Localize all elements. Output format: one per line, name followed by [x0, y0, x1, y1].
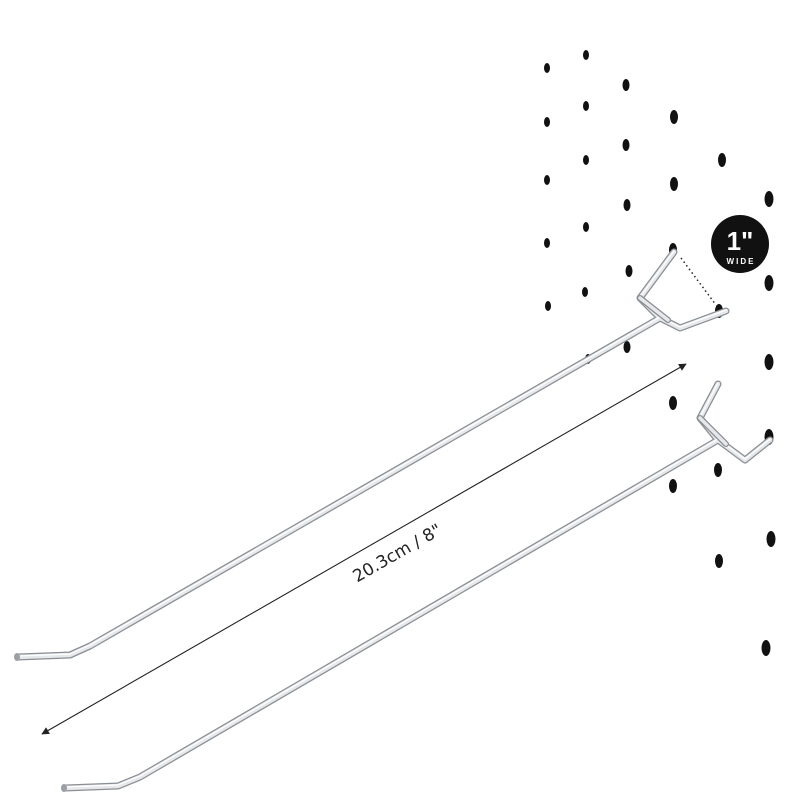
pegboard-holes	[544, 50, 776, 656]
badge-caption: WIDE	[727, 257, 756, 266]
pegboard-hole	[670, 177, 678, 191]
width-dotted-indicator	[680, 257, 717, 306]
pegboard-hole	[761, 640, 771, 656]
pegboard-hole	[623, 199, 631, 211]
pegboard-hole	[544, 238, 550, 248]
pegboard-hole	[544, 63, 550, 73]
pegboard-hole	[583, 155, 589, 165]
width-badge: 1" WIDE	[711, 215, 769, 273]
pegboard-hole	[623, 341, 631, 353]
length-dimension-arrow	[41, 363, 687, 735]
badge-value: 1"	[727, 226, 754, 256]
pegboard-hole	[718, 153, 726, 167]
pegboard-hook-upper	[14, 248, 730, 661]
pegboard-hole	[625, 265, 633, 277]
pegboard-hole	[545, 301, 551, 311]
badge-circle	[711, 215, 769, 273]
hook-tip	[61, 784, 67, 792]
hook-tip	[14, 653, 20, 661]
pegboard-hole	[582, 287, 588, 297]
pegboard-hole	[583, 222, 589, 232]
pegboard-hole	[764, 275, 774, 291]
pegboard-hole	[622, 79, 630, 91]
pegboard-hole	[766, 531, 776, 547]
pegboard-hole	[764, 354, 774, 370]
pegboard-hole	[669, 479, 677, 493]
pegboard-hole	[583, 50, 589, 60]
pegboard-hole	[714, 463, 722, 477]
pegboard-hole	[670, 110, 678, 124]
pegboard-hole	[622, 139, 630, 151]
pegboard-hole	[544, 117, 550, 127]
pegboard-hole	[715, 554, 723, 568]
pegboard-hole	[583, 101, 589, 111]
pegboard-hole	[669, 396, 677, 410]
pegboard-hole	[544, 175, 550, 185]
pegboard-hole	[764, 191, 774, 207]
pegboard-hook-lower	[61, 380, 774, 792]
